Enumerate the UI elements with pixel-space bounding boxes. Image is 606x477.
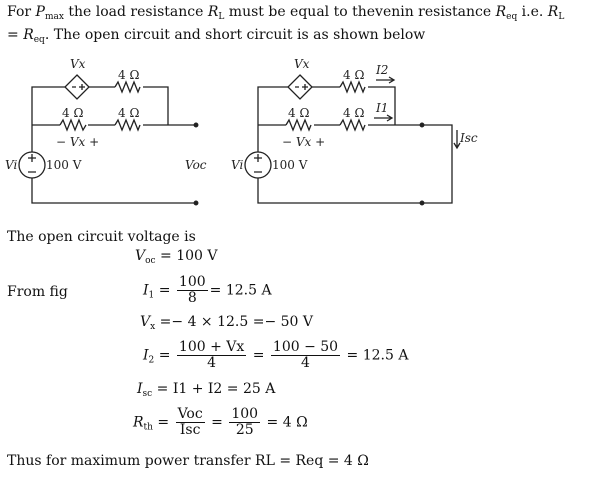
text: = (152, 414, 174, 431)
conclusion-text: Thus for maximum power transfer RL = Req… (7, 453, 369, 469)
num: 100 (229, 406, 261, 423)
sub: L (558, 12, 565, 22)
resistor-icon (285, 80, 366, 132)
text: . The open circuit and short circuit is … (44, 27, 426, 43)
sub: eq (33, 35, 45, 45)
circuit-diagrams: Vx 4 Ω 4 Ω 4 Ω − Vx + Vi 100 V Voc Vx 4 … (5, 57, 478, 206)
eq-voc: Voc = 100 V (135, 248, 218, 266)
voltage-source-icon (18, 151, 46, 179)
text: = 12.5 A (209, 282, 272, 299)
text: i.e. (517, 4, 548, 20)
label: Vi (5, 158, 17, 172)
den: 25 (235, 422, 254, 438)
var: R (133, 414, 144, 431)
var: V (135, 248, 146, 264)
label: − Vx + (282, 135, 325, 149)
text: For (7, 4, 36, 20)
sub: 1 (148, 290, 155, 301)
label: 4 Ω (62, 106, 83, 120)
intro-line-1: For Pmax the load resistance RL must be … (7, 4, 564, 22)
current-arrow-icon (374, 76, 461, 150)
text: = (206, 414, 228, 431)
eq-isc: Isc = I1 + I2 = 25 A (137, 381, 275, 399)
sub: max (44, 12, 64, 22)
sub: L (218, 12, 225, 22)
den: 8 (187, 290, 197, 306)
sub: sc (142, 389, 153, 399)
var: R (495, 4, 507, 20)
text: = (248, 347, 269, 364)
text: = (154, 347, 175, 364)
label: 4 Ω (118, 106, 139, 120)
sub: 2 (148, 355, 155, 366)
var: R (547, 4, 559, 20)
sub: oc (145, 256, 156, 266)
den: 4 (301, 355, 310, 371)
var: P (35, 4, 45, 20)
label: Isc (459, 131, 478, 145)
den: 4 (207, 355, 217, 371)
var: V (140, 314, 151, 330)
text: From fig (7, 284, 68, 300)
eq-vx: Vx =− 4 × 12.5 =− 50 V (140, 314, 313, 332)
dependent-source-icon (287, 74, 313, 100)
label: Vx (70, 57, 86, 71)
var: R (207, 4, 219, 20)
resistor-icon (59, 80, 141, 132)
label: 4 Ω (343, 68, 364, 82)
var: I (137, 381, 143, 397)
label: I2 (375, 63, 388, 77)
label: Vx (294, 57, 310, 71)
label: 100 V (272, 158, 308, 172)
text: must be equal to thevenin resistance (224, 4, 496, 20)
intro-line-2: = Req. The open circuit and short circui… (7, 27, 425, 45)
var: I (143, 282, 149, 299)
dependent-source-icon (64, 74, 90, 100)
sub: x (150, 322, 156, 332)
num: 100 + Vx (176, 339, 247, 356)
label: I1 (375, 101, 388, 115)
num: Voc (175, 406, 205, 423)
text: = 12.5 A (342, 347, 409, 364)
label: − Vx + (56, 135, 99, 149)
label: 4 Ω (343, 106, 364, 120)
num: 100 − 50 (270, 339, 341, 356)
label: 100 V (46, 158, 82, 172)
text: = 100 V (155, 248, 218, 264)
open-circuit-diagram (18, 74, 199, 206)
label: 4 Ω (288, 106, 309, 120)
num: 100 (176, 274, 208, 291)
text: = I1 + I2 = 25 A (152, 381, 276, 397)
text: = 4 Ω (262, 414, 308, 431)
text: = (7, 27, 24, 43)
text: = (154, 282, 175, 299)
text: The open circuit voltage is (7, 229, 196, 245)
label: 4 Ω (118, 68, 139, 82)
sub: eq (506, 12, 518, 22)
short-circuit-diagram (244, 74, 461, 206)
label: Voc (185, 158, 207, 172)
voltage-source-icon (244, 151, 272, 179)
text: =− 4 × 12.5 =− 50 V (155, 314, 314, 330)
text: the load resistance (63, 4, 208, 20)
den: Isc (179, 422, 201, 438)
var: I (143, 347, 149, 364)
label: Vi (231, 158, 243, 172)
sub: th (143, 422, 153, 433)
var: R (23, 27, 34, 43)
